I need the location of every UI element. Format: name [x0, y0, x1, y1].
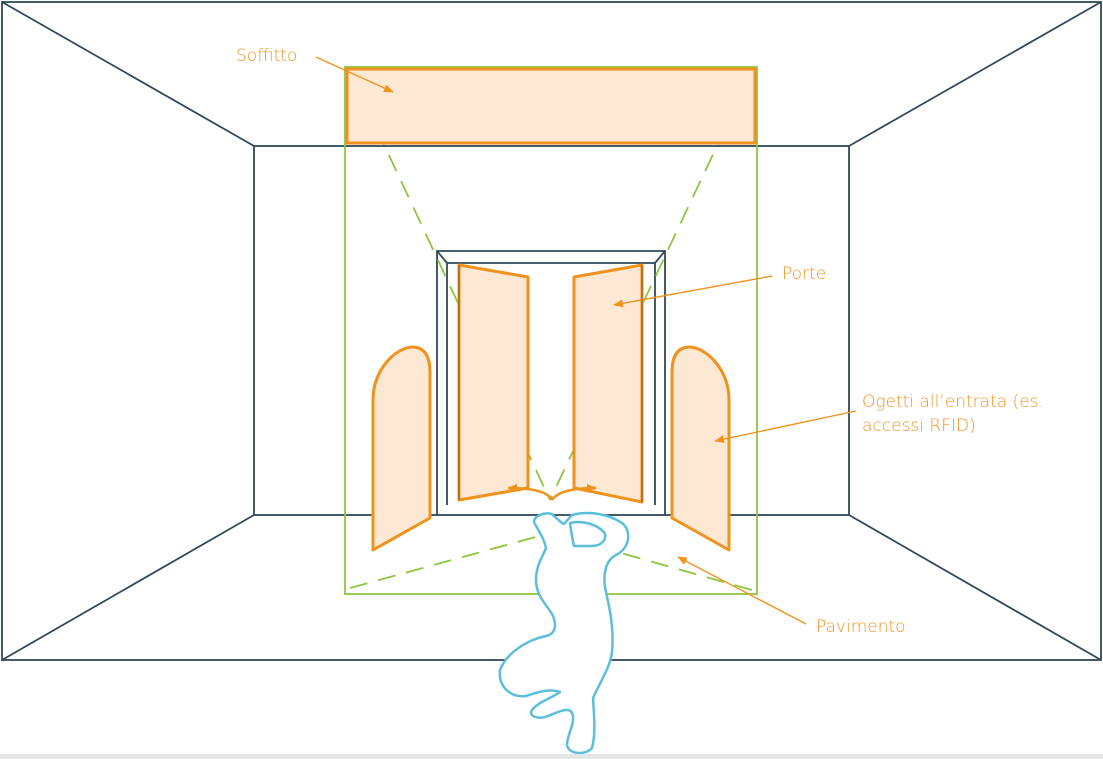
door-swing-arrow-right — [550, 484, 597, 501]
edge-top-right — [848, 1, 1102, 147]
edge-top-left — [1, 1, 255, 147]
labels: Soffitto Porte Ogetti all’entrata (es. a… — [236, 46, 1044, 637]
door-leaf-edges — [458, 265, 643, 502]
door-leaves — [457, 263, 644, 504]
entrance-object-left — [371, 345, 432, 552]
back-wall — [253, 145, 850, 516]
label-floor: Pavimento — [816, 617, 906, 637]
door-frame-corner-right — [654, 250, 666, 264]
person-arm — [568, 520, 607, 548]
leader-floor — [677, 556, 807, 625]
person-body — [498, 511, 630, 755]
ceiling-zone — [345, 67, 757, 145]
edge-bottom-right — [848, 514, 1102, 661]
leader-ceiling — [315, 56, 394, 93]
door-leaf-right — [572, 263, 644, 504]
edge-bottom-left — [1, 514, 255, 661]
leader-doors — [613, 275, 773, 308]
person-silhouette-icon — [498, 511, 630, 755]
leader-entrance-objects — [714, 410, 857, 444]
fov-ray-floor-left — [349, 532, 551, 589]
door-inner-frame — [446, 262, 656, 505]
label-ceiling: Soffitto — [236, 46, 297, 66]
door-frame — [436, 250, 666, 515]
door-swing-arrow-left — [507, 484, 554, 501]
door-leaf-left — [457, 263, 530, 502]
label-entrance-objects-line1: Ogetti all’entrata (es. — [862, 392, 1044, 412]
door-swing-arrows — [507, 484, 597, 501]
bottom-border — [0, 754, 1103, 759]
leader-lines — [315, 56, 857, 625]
door-frame-corner-left — [436, 250, 448, 264]
entrance-object-right — [670, 345, 731, 552]
label-entrance-objects-line2: accessi RFID) — [862, 416, 976, 436]
entrance-objects — [371, 345, 731, 552]
label-doors: Porte — [782, 264, 826, 284]
